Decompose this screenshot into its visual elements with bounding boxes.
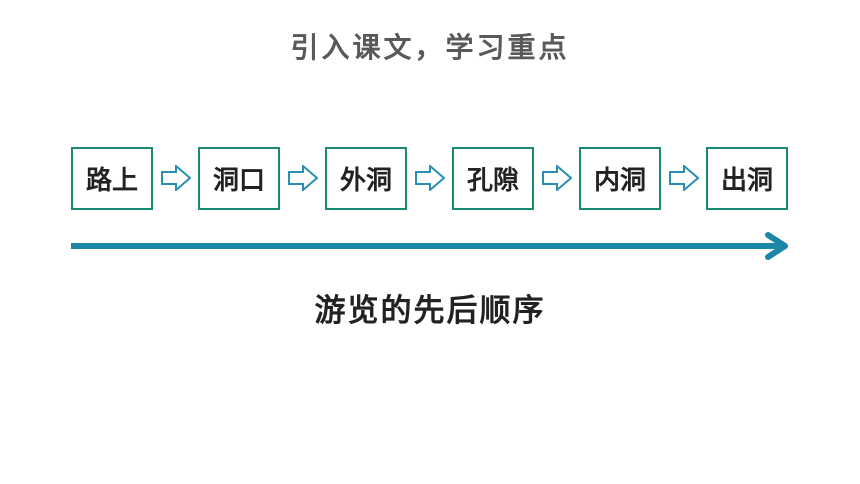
- step-label: 外洞: [339, 165, 392, 196]
- step-box-exit-cave: 出洞: [706, 146, 788, 210]
- step-label: 出洞: [720, 165, 773, 196]
- step-box-inner-cave: 内洞: [579, 146, 661, 210]
- right-arrow-icon: [407, 146, 452, 210]
- step-label: 孔隙: [466, 165, 519, 196]
- right-arrow-icon: [534, 146, 579, 210]
- right-arrow-icon: [661, 146, 706, 210]
- step-box-outer-cave: 外洞: [325, 146, 407, 210]
- right-arrow-icon: [280, 146, 325, 210]
- step-box-road: 路上: [71, 146, 153, 210]
- slide-title: 引入课文，学习重点: [290, 31, 570, 64]
- step-label: 路上: [85, 165, 138, 196]
- step-box-cave-mouth: 洞口: [198, 146, 280, 210]
- route-sequence: 路上 洞口 外洞 孔隙 内洞 出洞: [71, 146, 788, 210]
- step-label: 内洞: [593, 165, 646, 196]
- right-arrow-icon: [153, 146, 198, 210]
- step-label: 洞口: [212, 165, 265, 196]
- timeline-arrow-icon: [68, 232, 793, 260]
- sequence-caption: 游览的先后顺序: [314, 293, 546, 329]
- step-box-crevice: 孔隙: [452, 146, 534, 210]
